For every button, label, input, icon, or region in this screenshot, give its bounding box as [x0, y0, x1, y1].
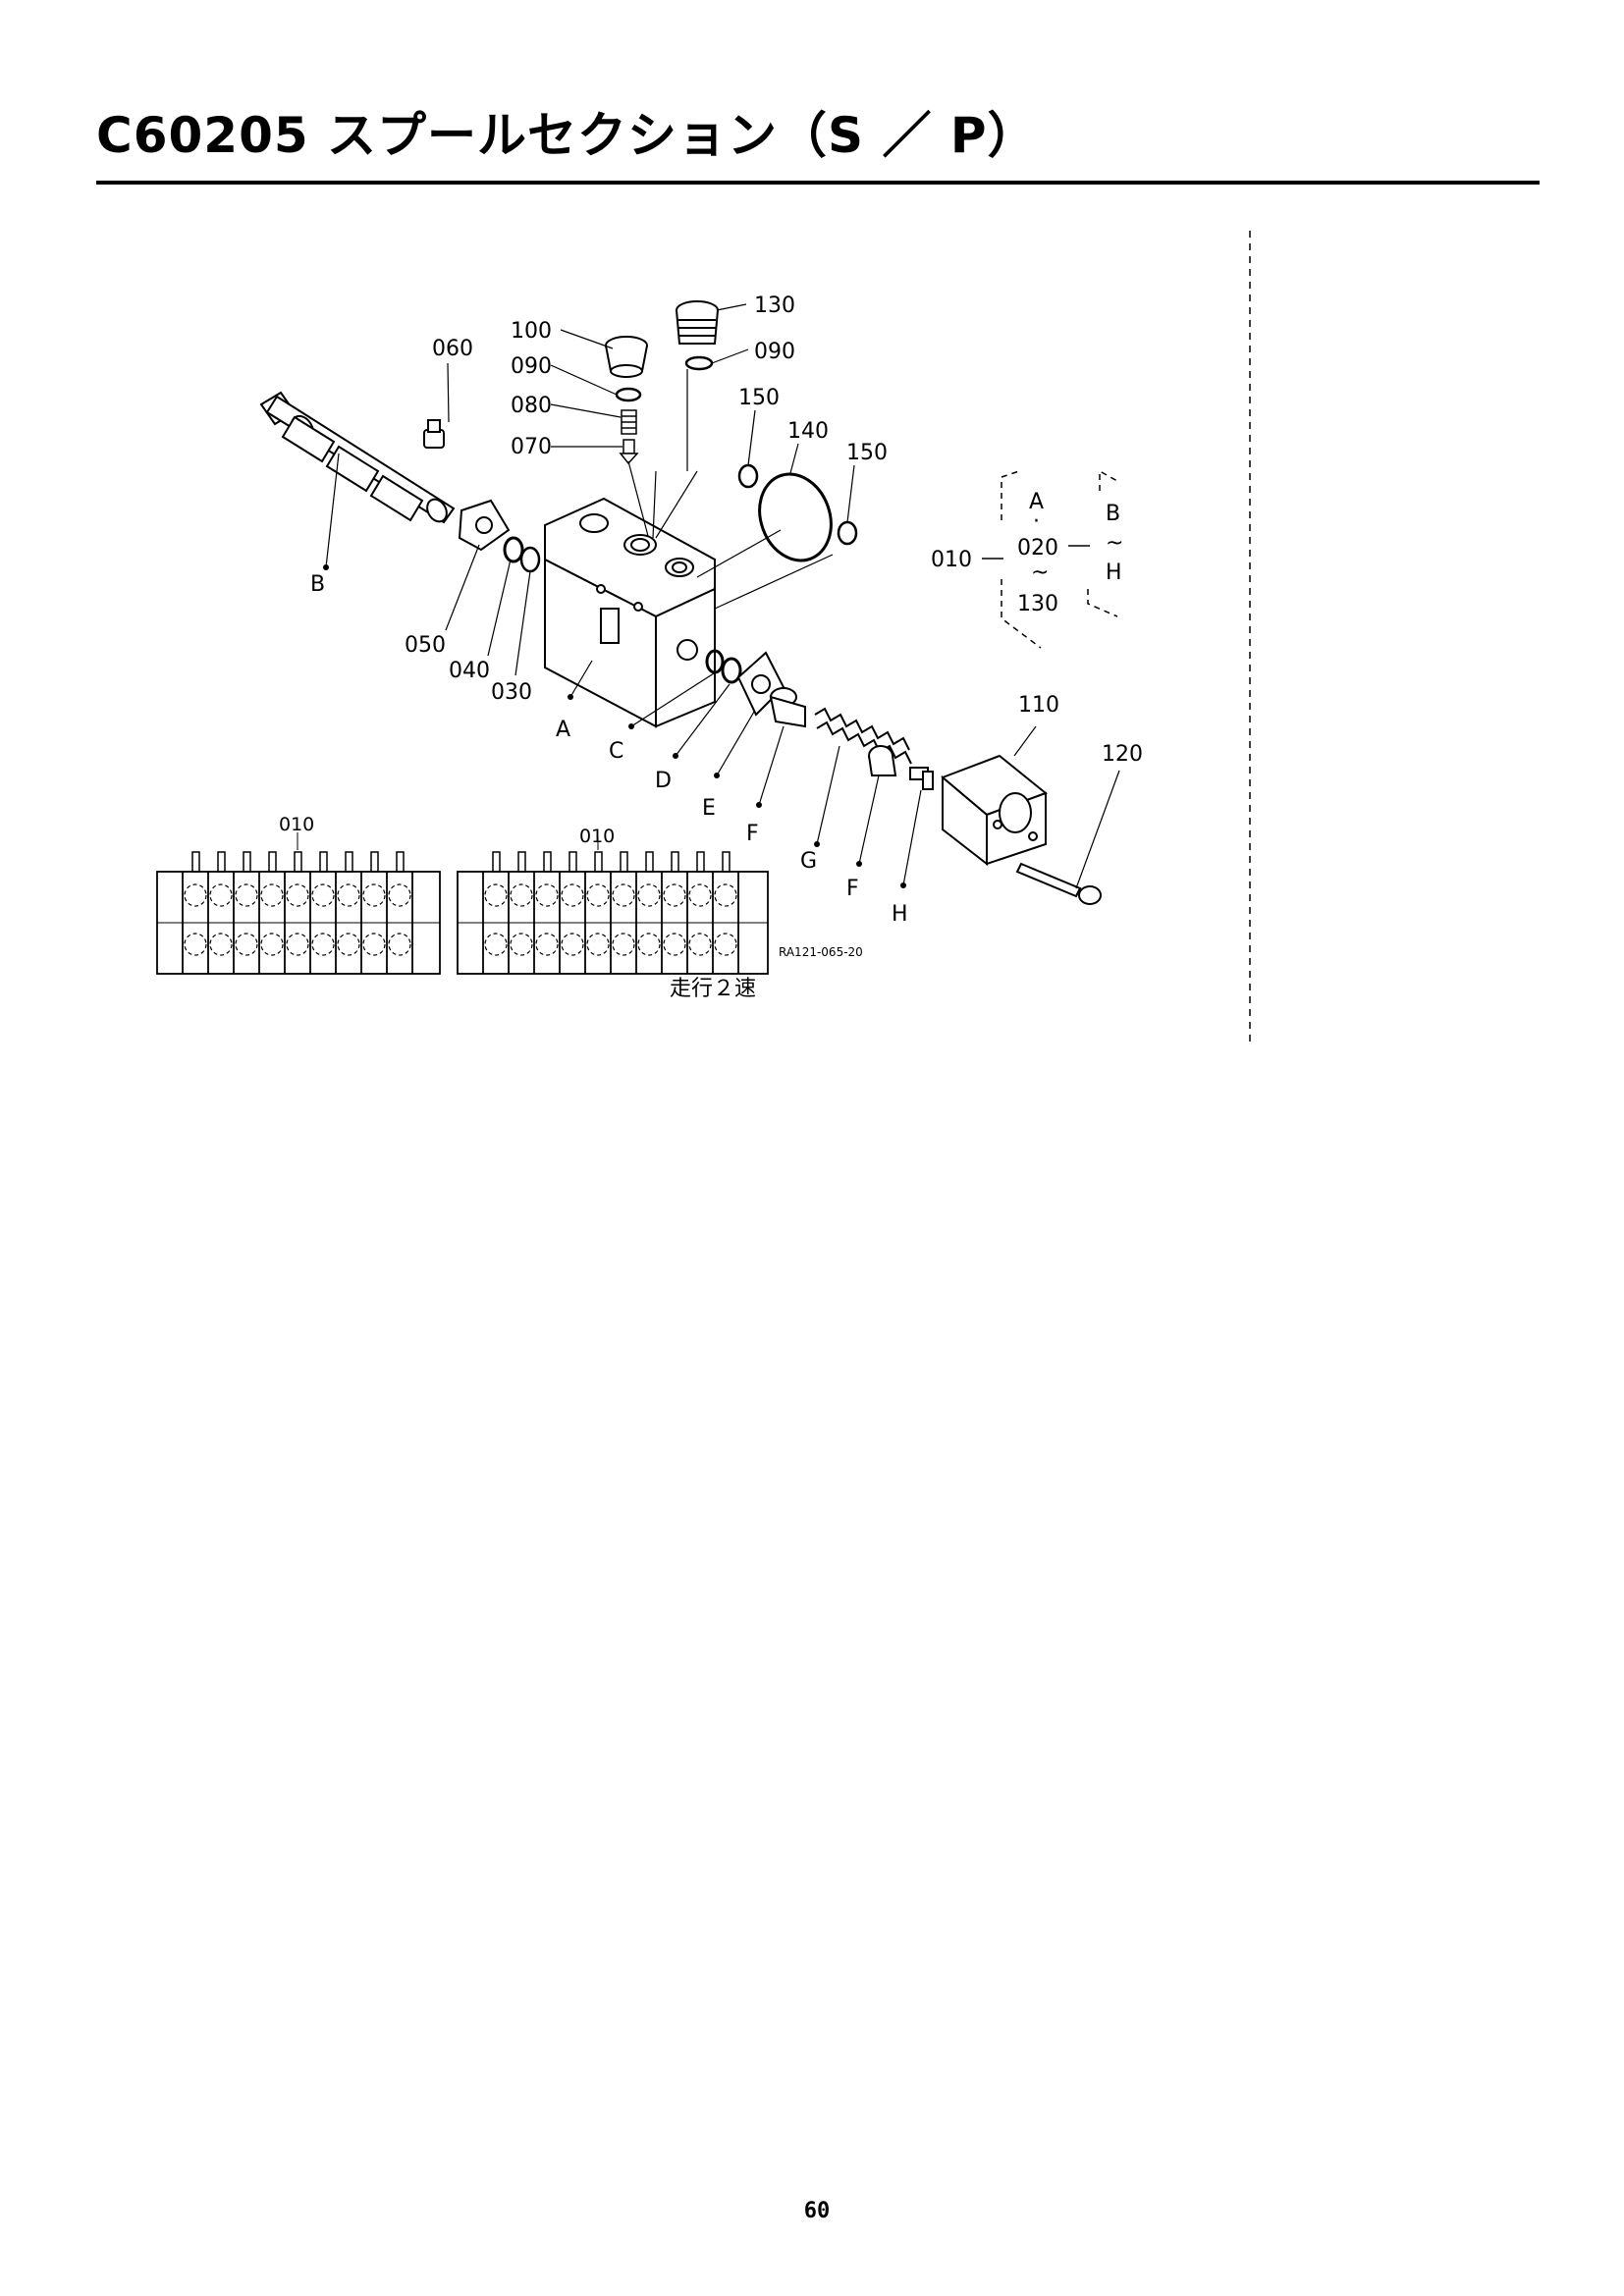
callout-100: 100	[511, 319, 552, 344]
drawing-ref-code: RA121-065-20	[779, 945, 863, 959]
legend-range-tilde: ~	[1031, 561, 1049, 585]
callout-150-right: 150	[846, 441, 888, 465]
callout-090-left: 090	[511, 354, 552, 379]
callout-H: H	[892, 902, 908, 927]
oring-090-left	[615, 387, 642, 402]
callout-C: C	[609, 739, 623, 764]
page-number: 60	[803, 2199, 831, 2223]
title-rule	[96, 181, 1540, 185]
bank-label-left: 010	[279, 814, 314, 835]
callout-A: A	[556, 718, 570, 742]
plug-130	[676, 300, 719, 345]
plug-060	[423, 419, 445, 449]
callout-F1: F	[746, 822, 759, 846]
valve-bank-left	[156, 832, 441, 975]
oring-C	[705, 649, 725, 674]
spring-080	[621, 409, 637, 435]
spring-G	[814, 707, 912, 765]
callout-090-right: 090	[754, 340, 795, 364]
oring-150-right	[837, 520, 858, 546]
leader-dots	[323, 564, 906, 888]
callout-B-left: B	[310, 572, 325, 597]
exploded-parts-diagram: 130 100 060 090 090 150 080 140 070 150 …	[156, 231, 1251, 1045]
callout-130: 130	[754, 294, 795, 318]
callout-070: 070	[511, 435, 552, 459]
travel-speed-label: 走行２速	[670, 977, 756, 1001]
callout-E: E	[702, 796, 716, 821]
seal-D	[721, 657, 742, 684]
cover-plate-050	[458, 499, 511, 552]
bank-label-right: 010	[579, 826, 615, 847]
legend-range-top: A	[1029, 490, 1044, 514]
spring-seat-F1	[769, 687, 806, 728]
page-title: C60205 スプールセクション（S ／ P）	[96, 107, 1038, 164]
callout-140: 140	[787, 419, 829, 444]
legend-main: 010	[931, 548, 972, 572]
callout-F2: F	[846, 877, 859, 901]
callout-D: D	[655, 769, 672, 793]
callout-110: 110	[1018, 693, 1059, 718]
spool-shaft	[259, 391, 456, 524]
spring-seat-F2	[868, 745, 897, 776]
legend-range-mid: 020	[1017, 536, 1058, 561]
poppet-070	[619, 439, 639, 465]
callout-120: 120	[1102, 742, 1143, 767]
cap-110	[941, 754, 1049, 867]
valve-block	[544, 497, 716, 728]
flange-E	[736, 651, 785, 717]
range-legend: 010 A · 020 ~ 130 B ~ H	[931, 469, 1123, 649]
seal-040	[503, 536, 524, 563]
callout-060: 060	[432, 337, 473, 361]
plug-100	[605, 336, 648, 378]
bolt-H	[909, 767, 934, 790]
callout-150-left: 150	[738, 386, 780, 410]
callout-G: G	[800, 849, 817, 874]
legend-sub-top: B	[1106, 502, 1120, 526]
oring-030	[519, 546, 541, 573]
callout-080: 080	[511, 394, 552, 418]
oring-140	[758, 472, 833, 562]
legend-range-bottom: 130	[1017, 592, 1058, 616]
leader-lines	[325, 303, 1120, 889]
legend-range-dot: ·	[1033, 509, 1040, 534]
callout-050: 050	[405, 633, 446, 658]
legend-sub-tilde: ~	[1106, 531, 1123, 556]
bolt-120	[1015, 862, 1102, 905]
callout-040: 040	[449, 659, 490, 683]
legend-sub-bottom: H	[1106, 561, 1122, 585]
oring-150-left	[737, 463, 759, 489]
valve-bank-right	[457, 836, 769, 975]
callout-030: 030	[491, 680, 532, 705]
oring-090-right	[684, 355, 714, 371]
